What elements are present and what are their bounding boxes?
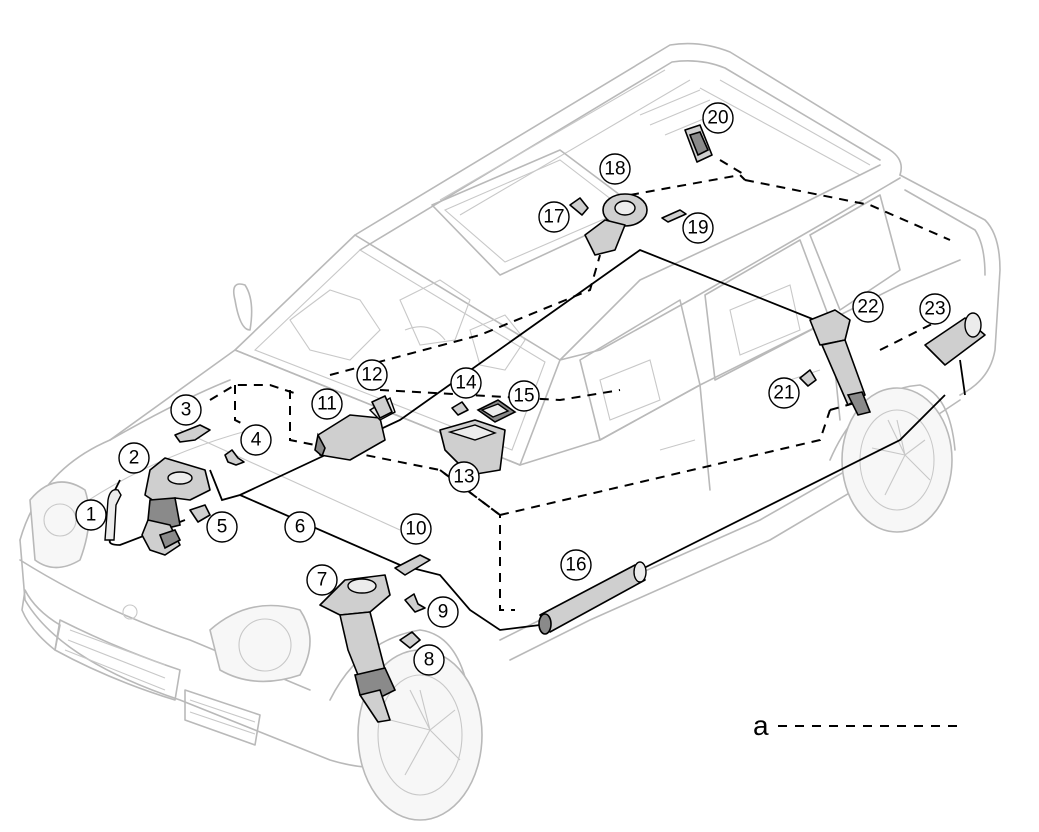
front-right-air-strut <box>319 574 397 723</box>
callout-20: 20 <box>702 102 734 134</box>
rear-level-sensor <box>661 209 687 223</box>
svg-text:21: 21 <box>773 383 794 404</box>
callout-16: 16 <box>560 549 592 581</box>
rear-left-bracket <box>569 197 589 216</box>
front-level-sensor <box>174 424 211 443</box>
svg-text:8: 8 <box>424 650 435 671</box>
callout-19: 19 <box>682 212 714 244</box>
svg-text:14: 14 <box>455 373 477 394</box>
legend-letter: a <box>753 710 769 741</box>
control-unit-bracket <box>451 401 469 416</box>
svg-text:23: 23 <box>924 299 945 320</box>
callout-4: 4 <box>240 424 272 456</box>
svg-text:18: 18 <box>604 159 625 180</box>
front-left-level-sensor-rod <box>104 489 122 541</box>
front-left-air-strut <box>141 457 211 556</box>
svg-text:13: 13 <box>453 467 474 488</box>
rear-right-air-strut <box>809 309 872 416</box>
compressor-relay <box>371 395 393 419</box>
callout-6: 6 <box>284 511 316 543</box>
callout-10: 10 <box>400 513 432 545</box>
front-right-level-sensor <box>394 554 431 576</box>
front-left-clamp <box>189 504 211 523</box>
svg-text:22: 22 <box>857 297 878 318</box>
callout-14: 14 <box>450 367 482 399</box>
svg-text:4: 4 <box>251 430 262 451</box>
svg-text:5: 5 <box>217 517 228 538</box>
callout-5: 5 <box>206 511 238 543</box>
control-unit <box>439 419 506 476</box>
callout-7: 7 <box>306 564 338 596</box>
callout-22: 22 <box>852 291 884 323</box>
svg-text:2: 2 <box>129 448 140 469</box>
callout-17: 17 <box>538 201 570 233</box>
rear-control-module <box>684 124 713 163</box>
svg-text:16: 16 <box>565 555 586 576</box>
front-left-bracket <box>224 449 245 466</box>
svg-text:3: 3 <box>181 400 192 421</box>
rear-left-air-spring <box>584 193 648 256</box>
svg-text:7: 7 <box>317 570 328 591</box>
svg-text:15: 15 <box>513 386 534 407</box>
svg-text:10: 10 <box>405 519 426 540</box>
callout-8: 8 <box>413 644 445 676</box>
svg-text:20: 20 <box>707 108 728 129</box>
svg-text:11: 11 <box>317 394 337 415</box>
callout-21: 21 <box>768 377 800 409</box>
rear-right-bracket <box>799 369 817 387</box>
rear-silencer <box>924 312 986 366</box>
callout-2: 2 <box>118 442 150 474</box>
svg-text:19: 19 <box>687 218 708 239</box>
callout-18: 18 <box>599 153 631 185</box>
svg-text:17: 17 <box>543 207 564 228</box>
components <box>104 124 986 723</box>
callout-9: 9 <box>427 596 459 628</box>
callout-3: 3 <box>170 394 202 426</box>
svg-text:1: 1 <box>86 505 97 526</box>
callout-1: 1 <box>75 499 107 531</box>
callout-23: 23 <box>919 293 951 325</box>
callout-15: 15 <box>508 380 540 412</box>
front-right-clamp <box>399 631 421 649</box>
svg-text:9: 9 <box>438 602 449 623</box>
signal-lines <box>209 159 951 611</box>
legend: a <box>753 710 962 741</box>
air-lines <box>108 248 966 631</box>
front-right-bracket <box>404 593 426 613</box>
vehicle-outline <box>19 42 1001 821</box>
callout-13: 13 <box>448 461 480 493</box>
callout-12: 12 <box>356 359 388 391</box>
svg-text:12: 12 <box>361 365 382 386</box>
control-unit-connector <box>476 399 517 423</box>
svg-text:6: 6 <box>295 517 306 538</box>
callout-11: 11 <box>311 388 343 420</box>
pressure-reservoir <box>538 561 647 635</box>
